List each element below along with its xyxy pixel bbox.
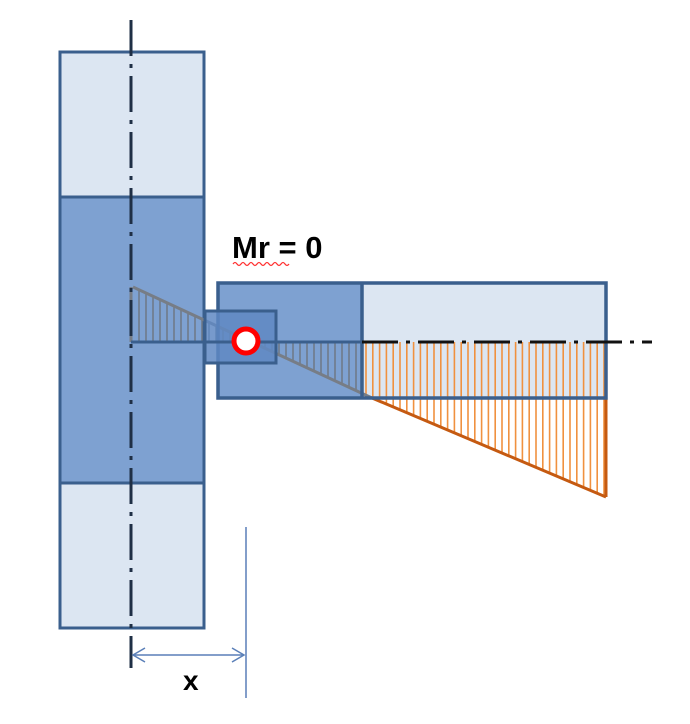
column-top-segment bbox=[58, 50, 206, 199]
spellcheck-underline bbox=[232, 261, 290, 267]
moment-line-orange bbox=[371, 396, 607, 499]
moment-diagram-orange-hatch bbox=[365, 342, 605, 497]
hinge-pin bbox=[231, 326, 261, 356]
dimension-label: x bbox=[183, 665, 199, 696]
moment-diagram-gray-hatch bbox=[138, 289, 357, 391]
dimension-arrow bbox=[131, 647, 246, 663]
moment-label: Mr = 0 bbox=[232, 230, 322, 265]
